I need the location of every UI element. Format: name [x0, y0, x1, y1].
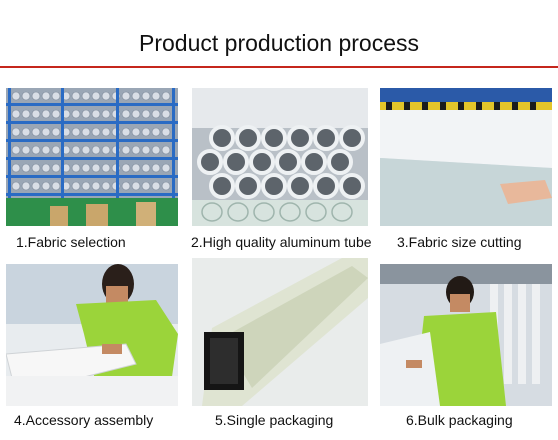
caption-step-3: 3.Fabric size cutting: [397, 234, 522, 250]
title-divider: [0, 66, 558, 68]
photo-fabric-selection: [6, 88, 178, 226]
caption-step-2: 2.High quality aluminum tube: [191, 234, 372, 250]
photo-fabric-cutting: [380, 88, 552, 226]
caption-step-6: 6.Bulk packaging: [406, 412, 513, 428]
photo-accessory-assembly: [6, 264, 178, 406]
photo-aluminum-tube: [192, 88, 368, 226]
page-title: Product production process: [139, 30, 419, 56]
caption-step-4: 4.Accessory assembly: [14, 412, 154, 428]
caption-step-1: 1.Fabric selection: [16, 234, 126, 250]
photo-bulk-packaging: [380, 264, 552, 406]
photo-single-packaging: [192, 258, 368, 406]
caption-step-5: 5.Single packaging: [215, 412, 334, 428]
